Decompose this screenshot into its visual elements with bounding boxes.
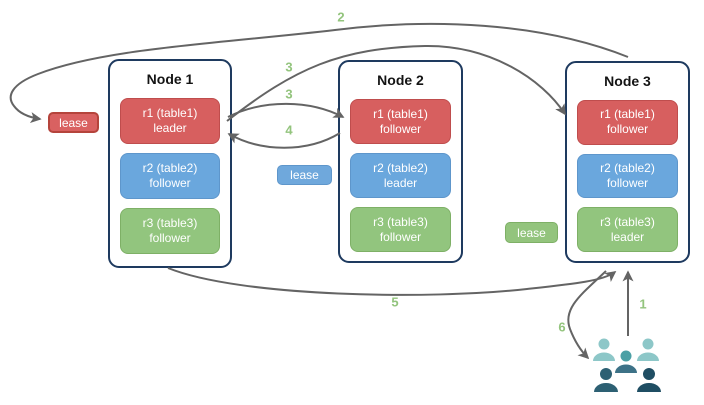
step-label-6: 6 [558, 319, 566, 335]
replica-label-line2: leader [383, 175, 418, 190]
step-label-3b: 3 [285, 86, 293, 102]
lease-badge-green: lease [505, 222, 558, 243]
replica-label-line1: r3 (table3) [142, 216, 198, 230]
arrow-step-2 [9, 22, 629, 124]
step-label-4: 4 [285, 122, 293, 138]
step-label-1: 1 [639, 296, 647, 312]
replica-label-line1: r3 (table3) [600, 214, 655, 229]
replica-label-line1: r2 (table2) [600, 161, 655, 175]
arrow-step-5 [167, 267, 617, 296]
node-2-title: Node 2 [377, 72, 424, 88]
arrow-step-6 [567, 270, 607, 360]
replica-label-line2: follower [149, 231, 191, 245]
step-label-2: 2 [337, 9, 345, 25]
node-2: Node 2 r1 (table1) follower r2 (table2) … [338, 60, 463, 263]
step-label-5: 5 [391, 294, 399, 310]
replica-label-line2: leader [610, 229, 645, 244]
clients-users-icon [593, 338, 661, 392]
replica-label-line2: follower [606, 176, 649, 190]
replica-label-line2: follower [606, 122, 649, 137]
replica-label-line1: r1 (table1) [600, 107, 655, 122]
replica-label-line1: r1 (table1) [142, 106, 198, 120]
node-2-replica-r3: r3 (table3) follower [350, 207, 451, 252]
lease-badge-blue: lease [277, 165, 332, 185]
node-1-replica-r2: r2 (table2) follower [120, 153, 220, 199]
node-3-replica-r3: r3 (table3) leader [577, 207, 678, 253]
arrow-step-3-to-node2 [227, 102, 345, 118]
step-label-3a: 3 [285, 59, 293, 75]
replica-label-line1: r3 (table3) [373, 214, 428, 229]
node-2-replica-r1: r1 (table1) follower [350, 99, 451, 144]
replica-label-line2: follower [379, 229, 422, 244]
node-3-replica-r2: r2 (table2) follower [577, 153, 678, 199]
node-1-replica-r1: r1 (table1) leader [120, 98, 220, 144]
replica-label-line1: r2 (table2) [373, 160, 428, 175]
node-3: Node 3 r1 (table1) follower r2 (table2) … [565, 61, 690, 263]
node-1: Node 1 r1 (table1) leader r2 (table2) fo… [108, 59, 232, 268]
node-1-replica-r3: r3 (table3) follower [120, 208, 220, 254]
replica-label-line2: follower [379, 121, 422, 136]
node-2-replica-r2: r2 (table2) leader [350, 153, 451, 198]
replica-label-line1: r1 (table1) [373, 106, 428, 121]
node-3-title: Node 3 [604, 73, 651, 89]
lease-badge-red: lease [48, 112, 99, 133]
replica-label-line2: follower [149, 176, 191, 190]
replica-label-line2: leader [153, 121, 187, 135]
replica-label-line1: r2 (table2) [142, 161, 198, 175]
node-3-replica-r1: r1 (table1) follower [577, 100, 678, 145]
node-1-title: Node 1 [146, 71, 194, 87]
